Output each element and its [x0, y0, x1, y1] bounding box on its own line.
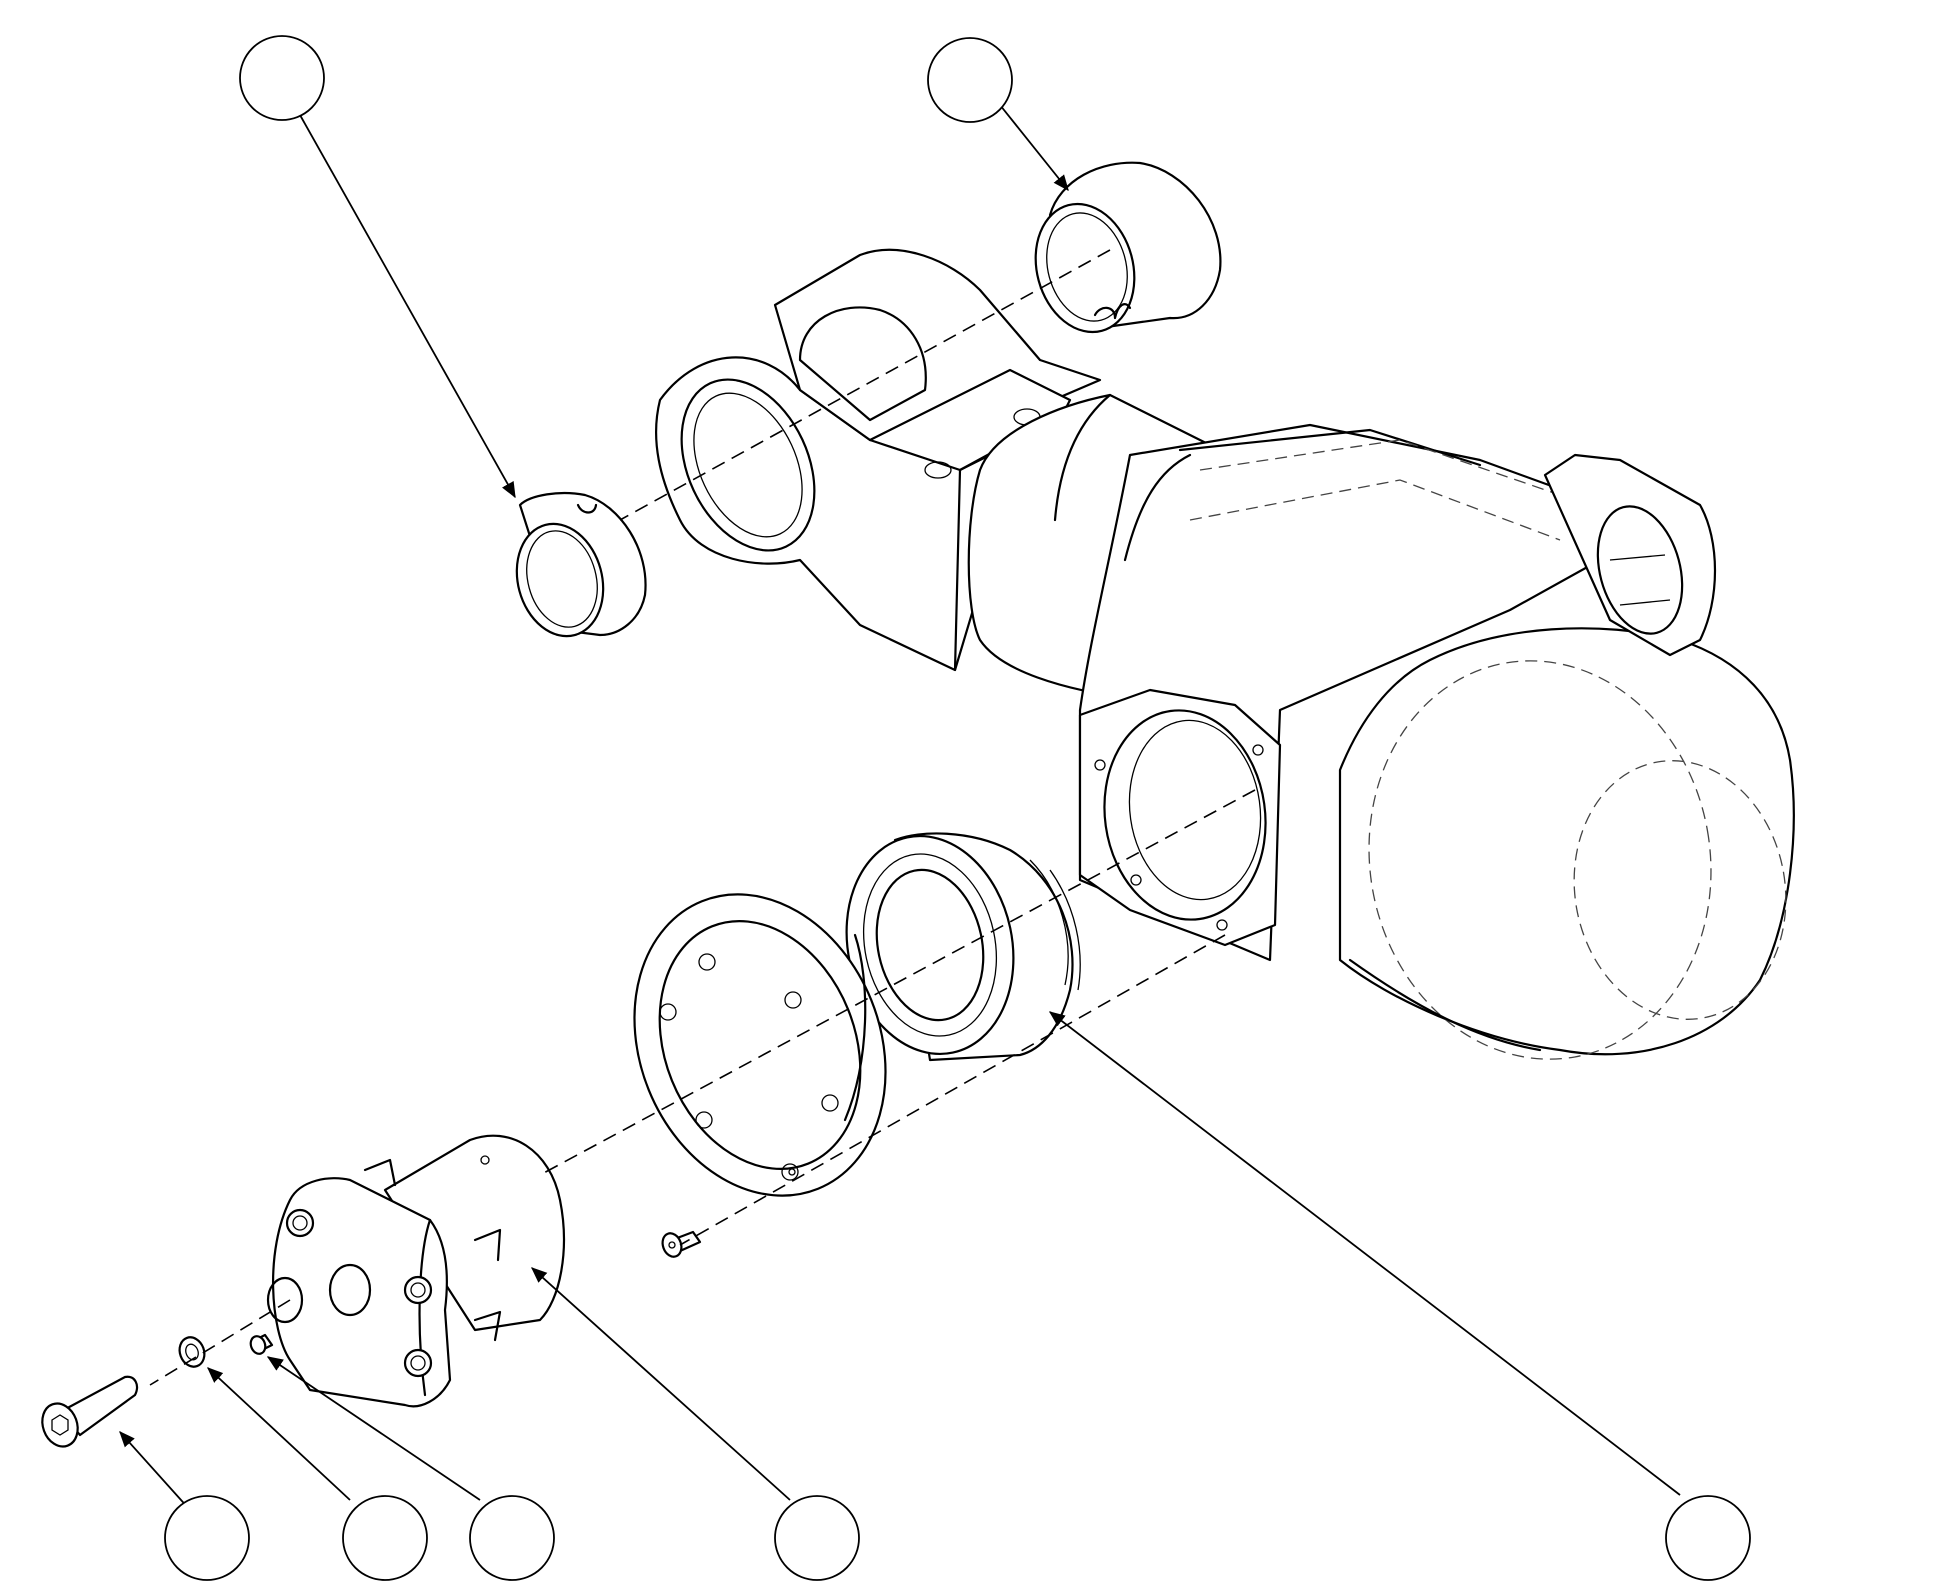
- set-screw: [249, 1333, 274, 1355]
- leader-lines: [119, 104, 1681, 1511]
- washer: [178, 1336, 206, 1368]
- main-housing: [654, 248, 1795, 1060]
- flange-ring: [633, 893, 887, 1197]
- bushing-left: [515, 491, 647, 638]
- cap-screw: [41, 1375, 139, 1448]
- balloon-1: [239, 35, 325, 121]
- bearing: [845, 832, 1081, 1062]
- balloon-5: [469, 1495, 555, 1581]
- balloon-3: [164, 1495, 250, 1581]
- bushing-top: [1034, 161, 1222, 334]
- assembly-axis-lines: [149, 249, 1256, 1386]
- balloon-6: [774, 1495, 860, 1581]
- balloon-2: [927, 37, 1013, 123]
- balloon-4: [342, 1495, 428, 1581]
- balloon-7: [1665, 1495, 1751, 1581]
- adapter-flange: [266, 1134, 566, 1408]
- small-screw: [661, 1230, 702, 1258]
